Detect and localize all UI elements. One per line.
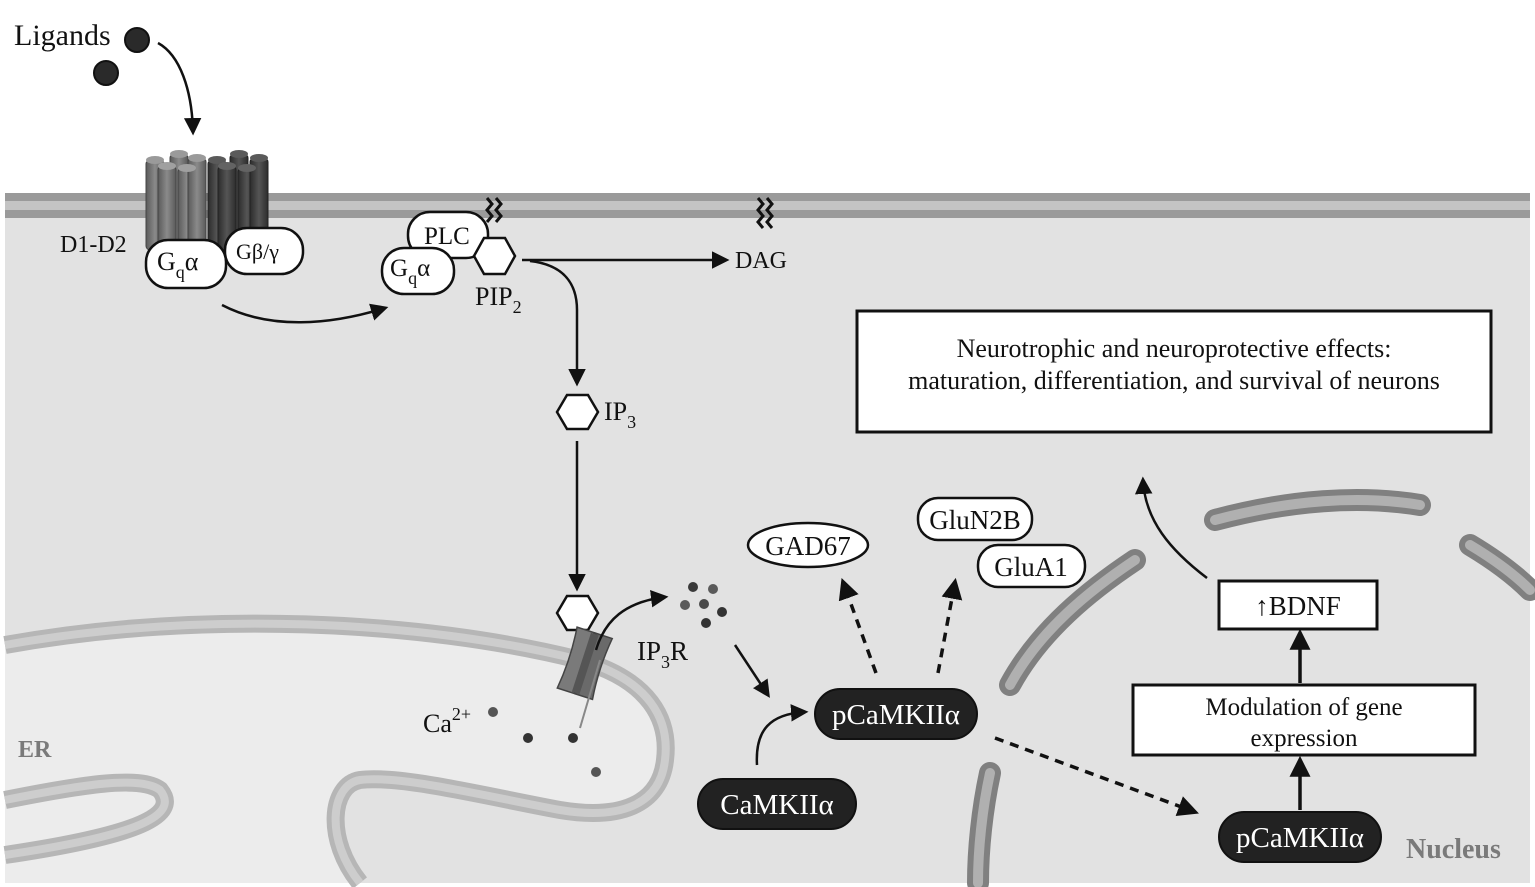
svg-text:Gqα: Gqα: [390, 255, 430, 288]
ip3-hexagon: [555, 393, 600, 431]
svg-text:pCaMKIIα: pCaMKIIα: [1236, 822, 1364, 854]
gq-alpha-plc: Gqα: [380, 246, 456, 296]
svg-text:GluN2B: GluN2B: [929, 505, 1021, 535]
arrow-pcamkii-to-nucleus: [994, 736, 1199, 817]
pip2-hexagon: [472, 236, 517, 276]
effects-box: Neurotrophic and neuroprotective effects…: [855, 309, 1493, 434]
svg-text:Gqα: Gqα: [157, 247, 199, 282]
gq-alpha-receptor: Gqα: [144, 238, 228, 290]
svg-text:GAD67: GAD67: [765, 531, 851, 561]
arrow-pcamkii-to-gad67: [838, 578, 878, 674]
nucleus-label: Nucleus: [1406, 834, 1501, 865]
gad67: GAD67: [746, 521, 870, 569]
svg-text:GluA1: GluA1: [994, 552, 1068, 582]
plc: PLC: [406, 210, 490, 260]
dag-lipid-tails: [756, 197, 774, 229]
nuclear-envelope: [967, 489, 1535, 887]
svg-text:CaMKIIα: CaMKIIα: [720, 789, 833, 821]
svg-text:pCaMKIIα: pCaMKIIα: [832, 699, 960, 731]
arrow-camkii-to-pcamkii: [755, 704, 809, 766]
calcium-ions-cytosol: [680, 582, 727, 628]
arrow-ca-release: [594, 590, 669, 651]
svg-text:maturation, differentiation, a: maturation, differentiation, and surviva…: [908, 366, 1440, 395]
svg-text:↑BDNF: ↑BDNF: [1255, 591, 1341, 621]
g-beta-gamma: Gβ/γ: [223, 226, 305, 276]
pcamkii-nuclear: pCaMKIIα: [1218, 811, 1382, 863]
gene-expression-box: Modulation of gene expression: [1131, 683, 1477, 757]
ligand-2: [93, 60, 119, 86]
ip3-label: IP3: [604, 397, 636, 432]
d1-d2-receptor: [145, 150, 269, 251]
glua1: GluA1: [976, 543, 1087, 589]
ca-flow-line: [579, 659, 601, 729]
ligand-1: [124, 27, 150, 53]
arrow-gq-to-plc: [221, 303, 389, 324]
calcium-label: Ca2+: [423, 704, 471, 738]
ip3r-label: IP3R: [637, 636, 688, 672]
er-label: ER: [18, 737, 52, 763]
dag-label: DAG: [735, 248, 787, 274]
plasma-membrane: [5, 193, 1530, 218]
svg-text:Modulation of gene: Modulation of gene: [1205, 694, 1402, 721]
glun2b: GluN2B: [916, 496, 1034, 542]
bdnf-box: ↑BDNF: [1217, 579, 1379, 631]
arrow-bdnf-to-effects: [1134, 476, 1208, 579]
svg-text:Neurotrophic and neuroprotecti: Neurotrophic and neuroprotective effects…: [957, 334, 1392, 363]
arrow-ligand-to-receptor: [157, 41, 202, 136]
calcium-ions-er: [488, 707, 601, 777]
ligands-label: Ligands: [14, 19, 111, 52]
ip3-receptor: [556, 626, 614, 701]
svg-text:Gβ/γ: Gβ/γ: [236, 239, 279, 264]
svg-text:PLC: PLC: [424, 223, 470, 250]
endoplasmic-reticulum: [3, 614, 675, 887]
receptor-label: D1-D2: [60, 232, 127, 258]
pip2-label: PIP2: [475, 282, 522, 317]
svg-text:expression: expression: [1251, 725, 1358, 752]
camkii: CaMKIIα: [697, 778, 857, 830]
pip2-lipid-tails: [485, 197, 503, 223]
arrow-ca-to-pcamkii: [733, 644, 770, 698]
ip3-bound-hexagon: [555, 594, 600, 632]
pcamkii-cytosolic: pCaMKIIα: [814, 688, 978, 740]
arrow-pip2-to-ip3: [529, 259, 586, 387]
